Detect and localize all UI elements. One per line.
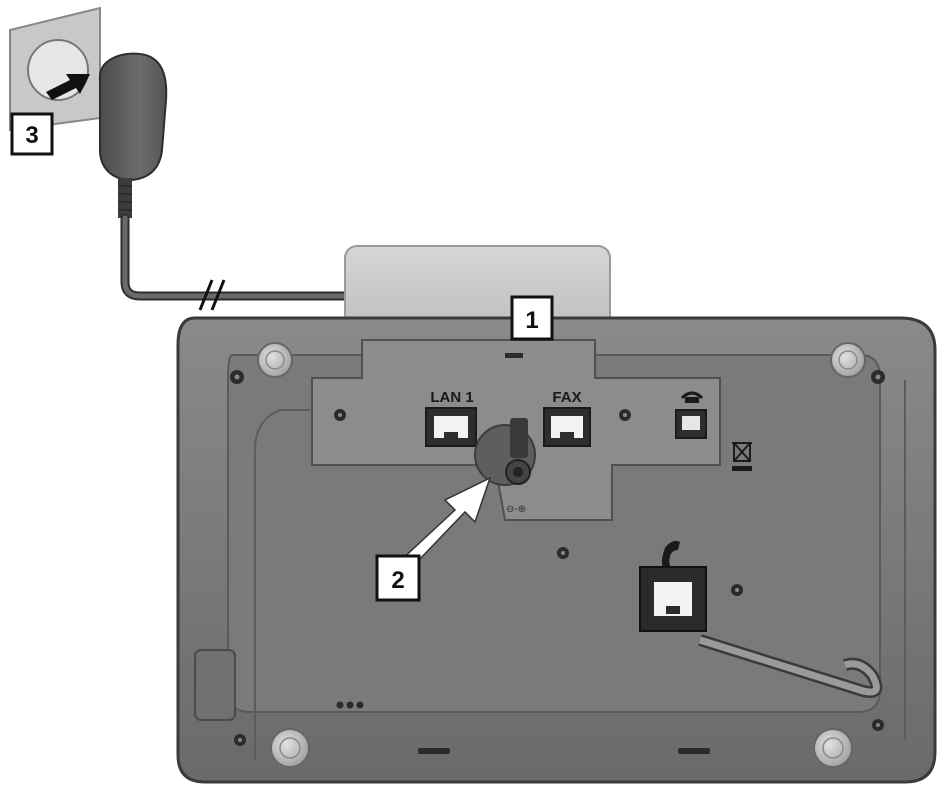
callout-2-label: 2 <box>391 567 404 594</box>
vent-slot <box>678 748 710 754</box>
cable-channel <box>698 634 883 699</box>
phone-line-port <box>675 391 707 439</box>
lan-port-label: LAN 1 <box>430 389 473 406</box>
fax-port-label: FAX <box>552 389 581 406</box>
lan-port: LAN 1 <box>425 389 477 447</box>
vent-slot <box>418 748 450 754</box>
wall-socket-icon <box>9 6 101 132</box>
handset-port <box>639 540 707 632</box>
weee-bin-icon <box>732 442 752 471</box>
screw <box>557 547 569 559</box>
handset-icon <box>661 540 680 574</box>
screw <box>872 719 884 731</box>
rubber-foot <box>257 342 293 378</box>
insert-arrow <box>46 74 90 100</box>
rubber-foot <box>270 728 310 768</box>
power-socket: ⊖-⊕ <box>474 353 536 515</box>
callout-2: 2 <box>375 554 421 602</box>
screw <box>731 584 743 596</box>
telephone-handset-icon <box>680 391 704 403</box>
callout-1-label: 1 <box>525 307 538 334</box>
led-dots <box>336 701 364 709</box>
rubber-foot <box>830 342 866 378</box>
screw <box>234 734 246 746</box>
screw <box>871 370 885 384</box>
power-adapter-icon <box>98 52 168 218</box>
callout-3-label: 3 <box>25 122 38 149</box>
screw <box>334 409 346 421</box>
rubber-foot <box>813 728 853 768</box>
callout-3: 3 <box>10 112 54 156</box>
screw <box>230 370 244 384</box>
polarity-mark: ⊖-⊕ <box>506 504 526 515</box>
callout-1: 1 <box>510 295 554 341</box>
fax-port: FAX <box>543 389 591 447</box>
screw <box>619 409 631 421</box>
